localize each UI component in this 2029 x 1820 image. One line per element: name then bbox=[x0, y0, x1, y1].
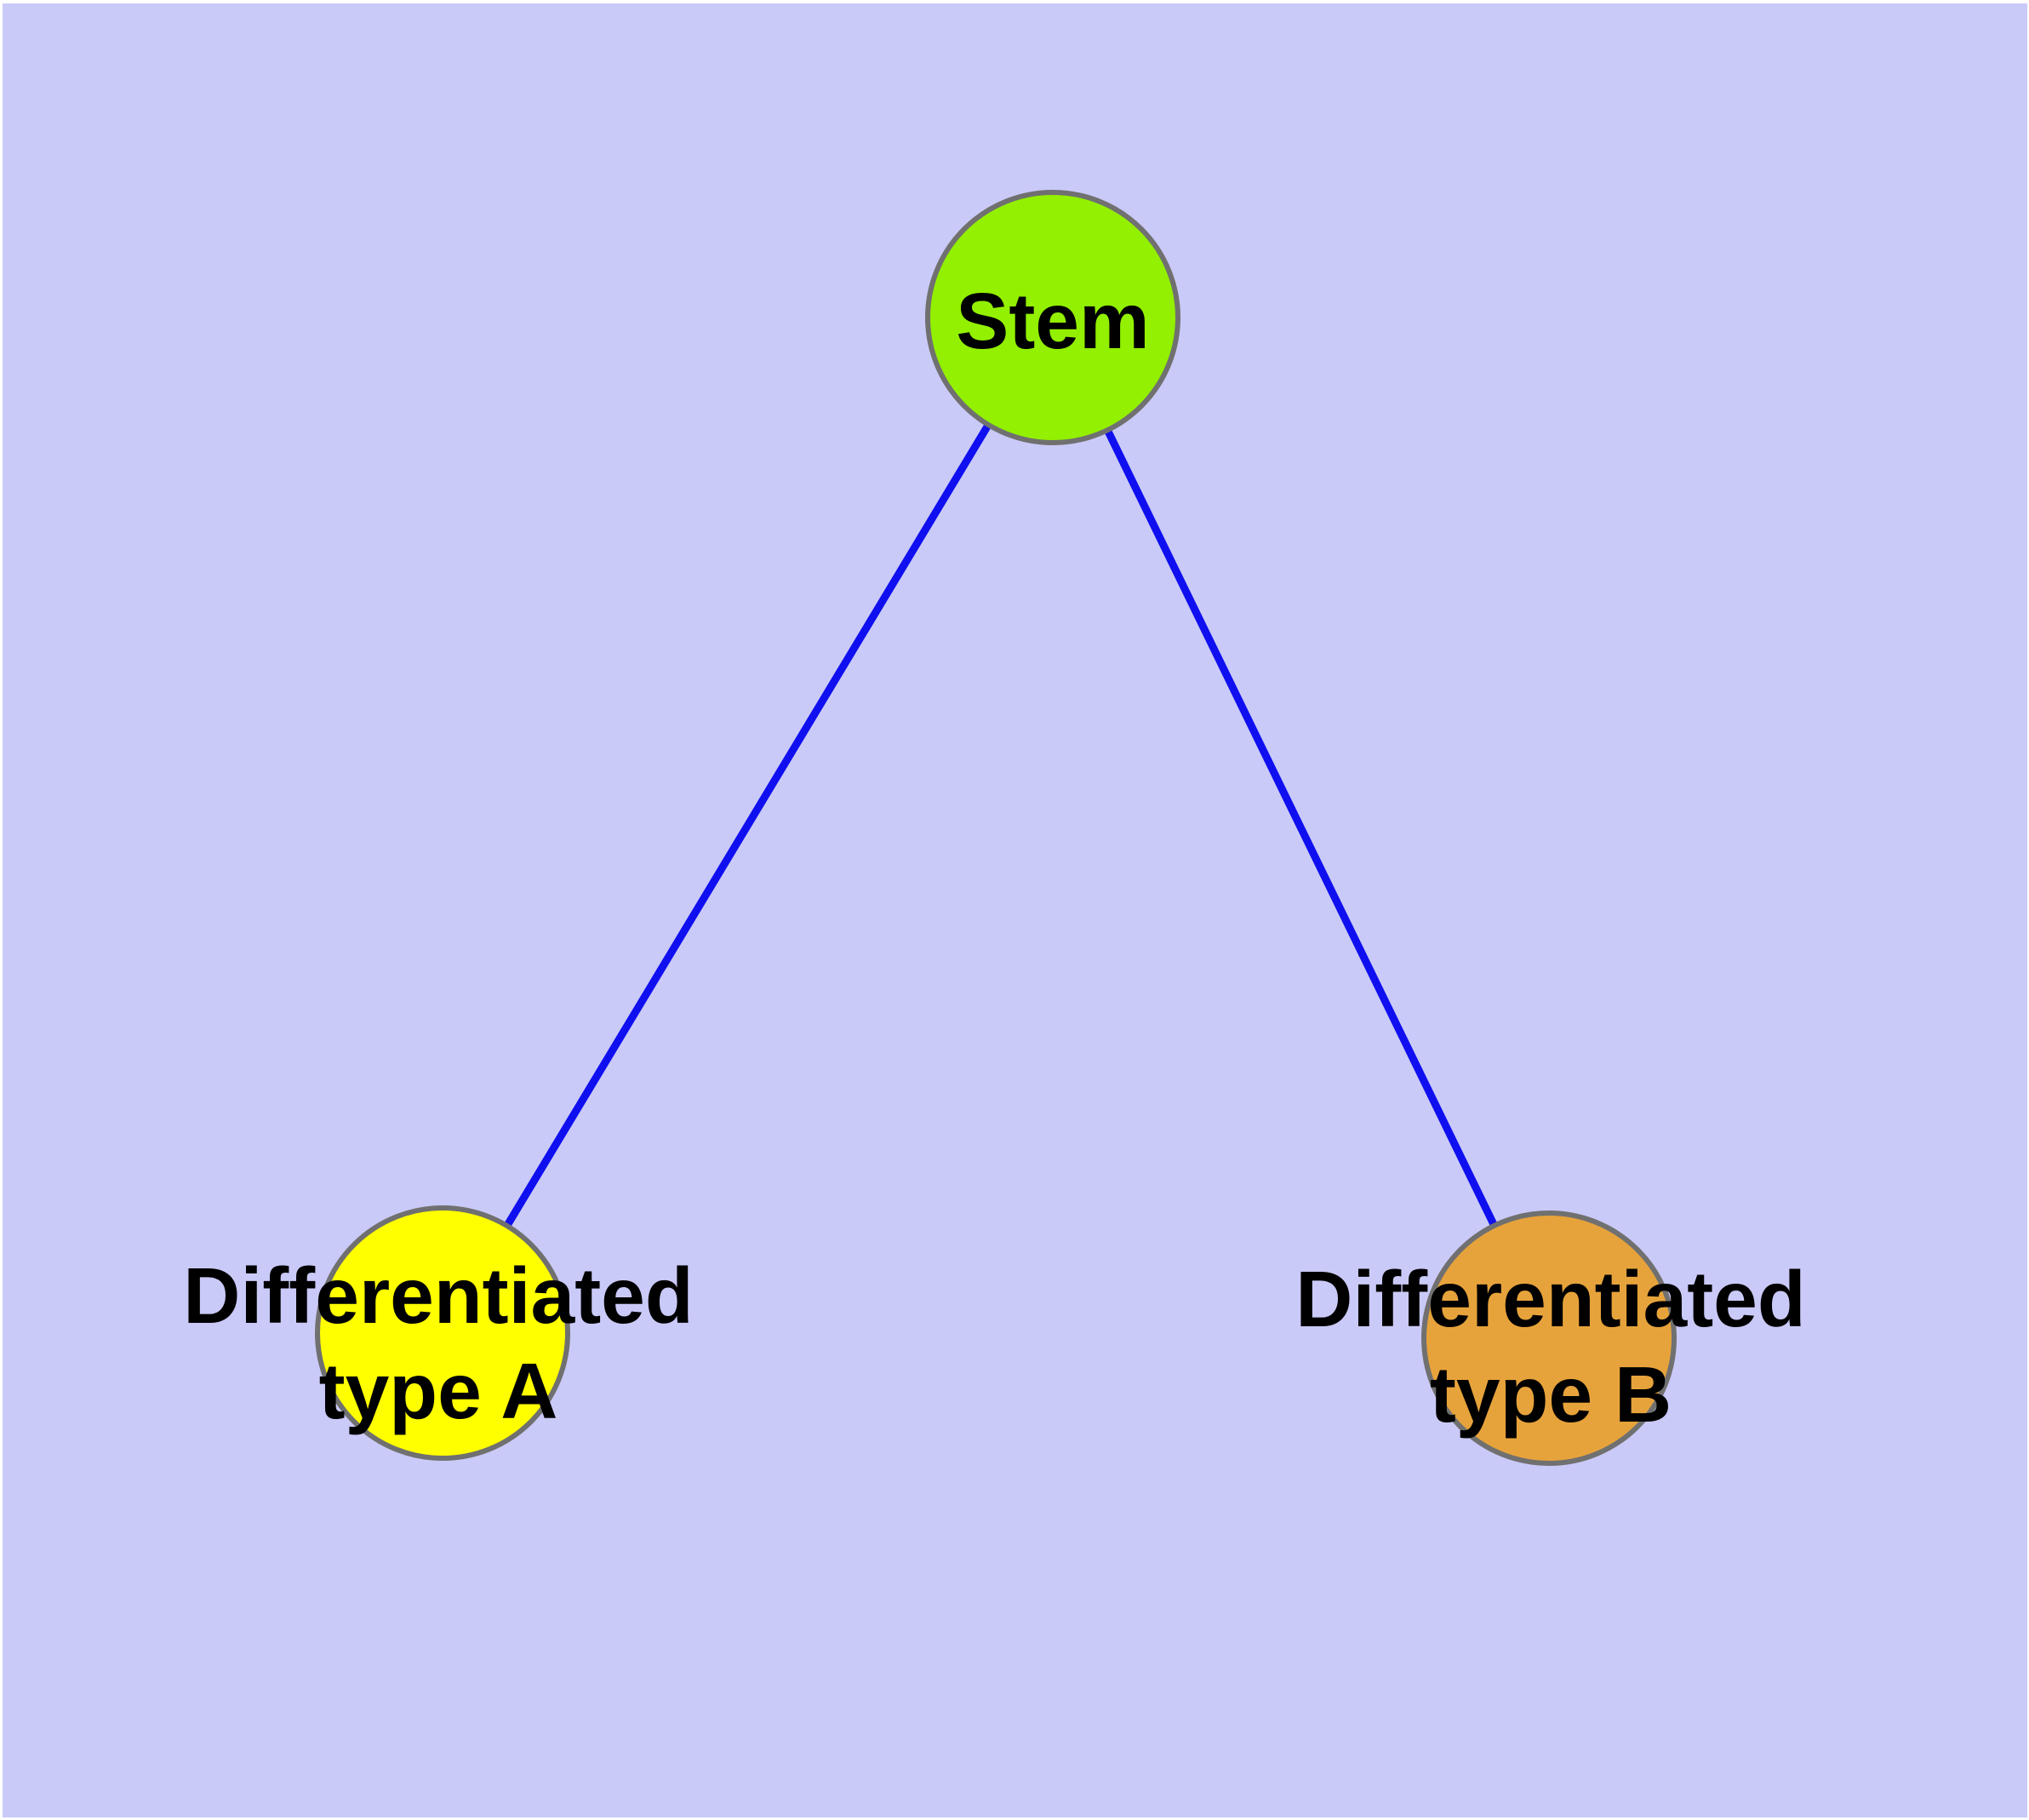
node-differentiated-type-b bbox=[1421, 1210, 1677, 1466]
edge-stem-to-type-b bbox=[1049, 316, 1553, 1340]
node-label-stem: Stem bbox=[956, 277, 1150, 365]
node-label-differentiated-type-b: Differentiated type B bbox=[1295, 1251, 1805, 1442]
node-stem bbox=[925, 190, 1180, 445]
label-line-2: type B bbox=[1429, 1350, 1672, 1439]
label-line-1: Differentiated bbox=[1295, 1255, 1806, 1343]
node-differentiated-type-a bbox=[315, 1205, 570, 1461]
edge-stem-to-type-a bbox=[439, 315, 1056, 1336]
label-line-2: type A bbox=[318, 1347, 558, 1435]
node-label-differentiated-type-a: Differentiated type A bbox=[183, 1248, 693, 1439]
label-line-1: Differentiated bbox=[183, 1251, 694, 1340]
